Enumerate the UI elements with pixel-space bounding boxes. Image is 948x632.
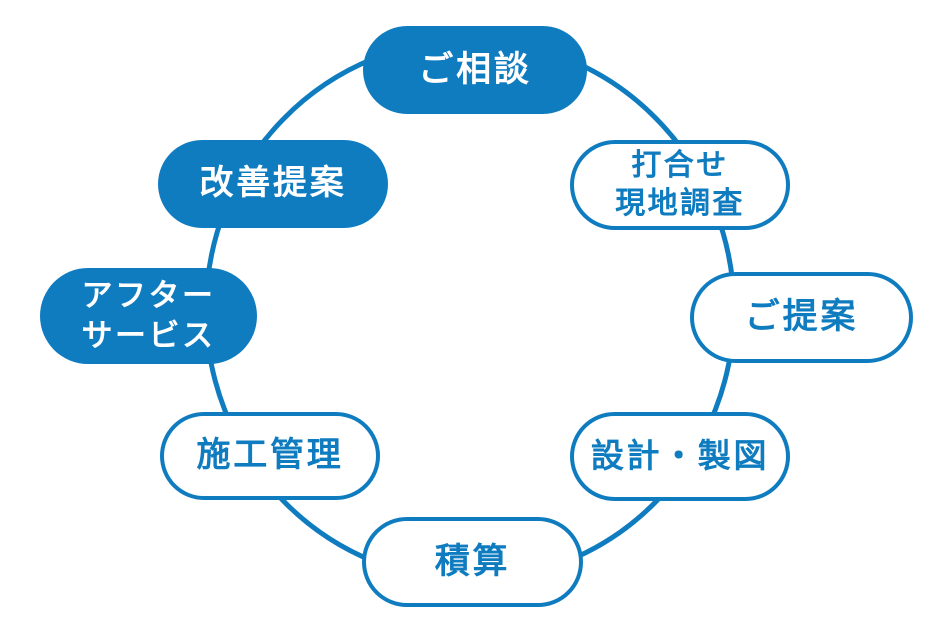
node-estimation: 積算 xyxy=(362,517,583,607)
node-consultation: ご相談 xyxy=(363,26,587,114)
node-proposal: ご提案 xyxy=(690,272,913,363)
node-design-drafting: 設計・製図 xyxy=(570,412,790,501)
node-meeting-site-survey: 打合せ 現地調査 xyxy=(570,140,790,230)
node-improvement-proposal: 改善提案 xyxy=(158,140,388,228)
node-construction-management: 施工管理 xyxy=(160,412,380,500)
node-after-service: アフター サービス xyxy=(40,268,257,364)
